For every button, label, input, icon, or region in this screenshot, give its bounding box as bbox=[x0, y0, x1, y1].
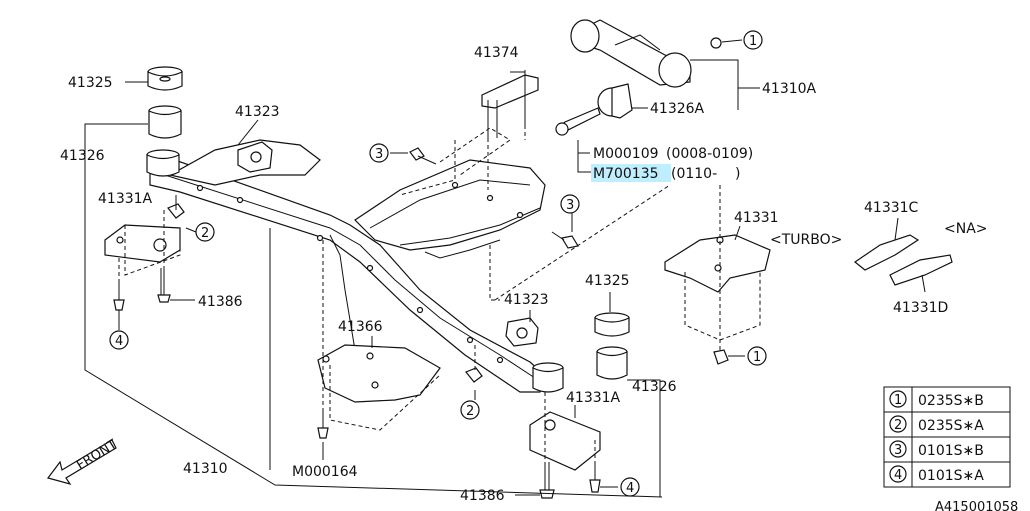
label-41331A-left: 41331A bbox=[98, 191, 153, 207]
label-41374: 41374 bbox=[474, 45, 519, 61]
callout-4-left: 4 bbox=[115, 334, 123, 349]
label-m700135: M700135 bbox=[593, 166, 659, 182]
label-41331C: 41331C bbox=[864, 200, 919, 216]
label-41366: 41366 bbox=[338, 319, 383, 335]
label-na: <NA> bbox=[944, 221, 988, 237]
label-41326-left: 41326 bbox=[60, 148, 105, 164]
label-41310: 41310 bbox=[183, 461, 228, 477]
legend-num-3: 3 bbox=[894, 443, 902, 458]
leader-lines bbox=[84, 39, 926, 498]
label-41331A-right: 41331A bbox=[566, 390, 621, 406]
label-m700135-range: (0110- ) bbox=[671, 166, 740, 182]
legend-num-4: 4 bbox=[894, 468, 902, 483]
label-m000109-range: (0008-0109) bbox=[666, 146, 753, 162]
front-label: FRONT bbox=[74, 437, 120, 473]
label-41386-bottom: 41386 bbox=[460, 488, 505, 504]
label-41323-top: 41323 bbox=[235, 104, 280, 120]
front-arrow: FRONT bbox=[46, 437, 120, 486]
bolt-4-bottom bbox=[589, 465, 601, 493]
callout-2-mid: 2 bbox=[466, 404, 474, 419]
labels: 41325 41326 41323 41331A 41386 41374 413… bbox=[60, 45, 1018, 511]
plate-41366 bbox=[317, 344, 441, 403]
label-m000164: M000164 bbox=[292, 464, 358, 480]
nut-2-mid bbox=[465, 367, 483, 383]
bushing-41325-right bbox=[594, 312, 630, 337]
label-41310A: 41310A bbox=[762, 81, 817, 97]
legend-code-4: 0101S∗A bbox=[918, 468, 984, 484]
bracket-41323-top bbox=[237, 141, 273, 173]
callouts: 1 2 3 3 4 2 1 4 bbox=[109, 30, 767, 497]
bracket-41331A-right bbox=[529, 411, 601, 471]
label-doc-id: A415001058 bbox=[935, 500, 1018, 511]
label-41326A: 41326A bbox=[650, 101, 705, 117]
label-41323-mid: 41323 bbox=[504, 292, 549, 308]
bolt-41386-bottom bbox=[539, 462, 555, 499]
callout-1-top: 1 bbox=[749, 34, 757, 49]
highlight-m700135 bbox=[591, 164, 671, 182]
bushing-assembly-41310A bbox=[570, 19, 722, 119]
bracket-41323-mid bbox=[505, 317, 539, 347]
bolt-3-upper bbox=[409, 147, 437, 165]
callout-3-lower: 3 bbox=[566, 198, 574, 213]
plate-41331-turbo bbox=[664, 234, 771, 293]
bolt-3-lower bbox=[551, 231, 579, 249]
label-m000109: M000109 bbox=[593, 146, 659, 162]
label-41325-right: 41325 bbox=[585, 273, 630, 289]
plate-41331C bbox=[853, 234, 920, 271]
label-41386-left: 41386 bbox=[198, 294, 243, 310]
bracket-41374 bbox=[481, 70, 539, 138]
legend-code-3: 0101S∗B bbox=[918, 443, 984, 459]
legend-table: 1 0235S∗B 2 0235S∗A 3 0101S∗B 4 0101S∗A bbox=[883, 386, 1011, 488]
label-turbo: <TURBO> bbox=[770, 232, 842, 248]
label-41326-right: 41326 bbox=[632, 379, 677, 395]
bushing-41326-left bbox=[146, 105, 182, 177]
legend-num-1: 1 bbox=[894, 393, 902, 408]
nut-1-turbo bbox=[713, 349, 729, 365]
label-41331: 41331 bbox=[734, 210, 779, 226]
legend-code-2: 0235S∗A bbox=[918, 418, 984, 434]
callout-2-left: 2 bbox=[201, 226, 209, 241]
legend-num-2: 2 bbox=[894, 418, 902, 433]
callout-4-bottom: 4 bbox=[626, 481, 634, 496]
bolt-41386-left bbox=[157, 268, 171, 303]
label-41325-top: 41325 bbox=[68, 75, 113, 91]
bracket-41331A-left bbox=[104, 224, 181, 263]
bolt-4-left bbox=[113, 280, 125, 311]
bushing-41326-right bbox=[532, 346, 628, 393]
bolt-m000109 bbox=[555, 107, 601, 136]
bolt-m000164 bbox=[317, 412, 329, 439]
nut-2-left bbox=[167, 203, 185, 219]
plate-41331D bbox=[889, 254, 953, 286]
bushing-41325-left bbox=[147, 66, 183, 91]
dash-lines bbox=[118, 125, 761, 465]
legend-code-1: 0235S∗B bbox=[918, 393, 984, 409]
label-41331D: 41331D bbox=[893, 300, 948, 316]
callout-1-turbo: 1 bbox=[753, 350, 761, 365]
callout-3-upper: 3 bbox=[375, 147, 383, 162]
